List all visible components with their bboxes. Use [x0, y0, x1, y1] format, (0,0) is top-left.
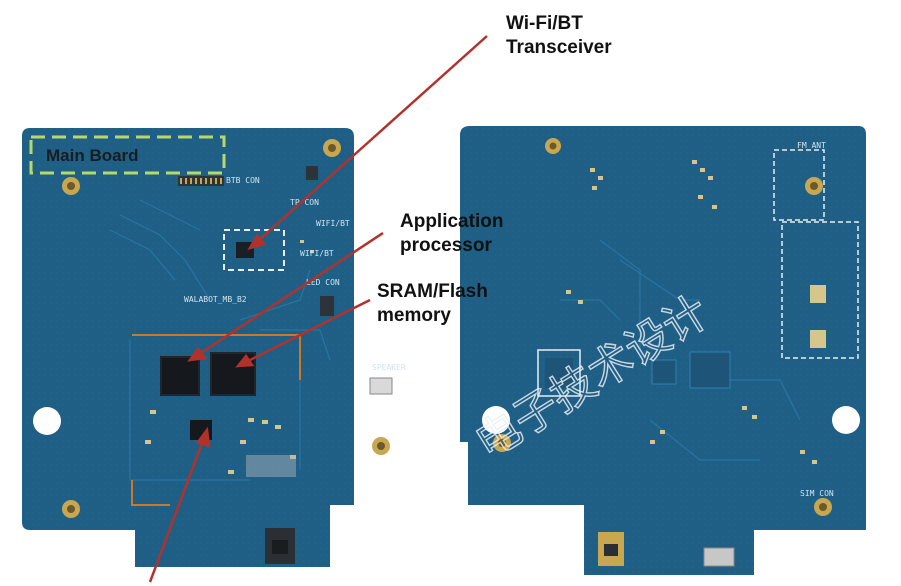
wifi-bt-annotation: Wi-Fi/BT Transceiver — [506, 12, 612, 60]
memory-arrow-head — [235, 353, 255, 368]
wifi-bt-silk-side: WIFI/BT — [300, 249, 334, 258]
sram-flash-annotation-line1: SRAM/Flash — [377, 281, 488, 302]
fm-ant-silk: FM ANT — [797, 141, 826, 150]
memory-arrow-line — [245, 298, 371, 364]
btb-con-silk: BTB CON — [226, 176, 260, 185]
processor-arrow-line — [197, 231, 384, 357]
app-processor-annotation-line1: Application — [400, 211, 504, 232]
main-board: BTB CON TP CON WIFI/BT WIFI/BT LED CON W… — [22, 128, 415, 567]
app-processor-annotation-line2: processor — [400, 235, 492, 256]
pmic-arrow-line — [148, 437, 206, 583]
wifi-arrow-head — [247, 233, 267, 251]
wifi-arrow-line — [257, 35, 488, 242]
pmic-arrow-head — [195, 426, 211, 448]
sram-flash-annotation-line2: memory — [377, 305, 451, 326]
wifi-bt-annotation-line1: Wi-Fi/BT — [506, 13, 583, 34]
sim-con-silk: SIM CON — [800, 489, 834, 498]
processor-arrow-head — [187, 346, 208, 362]
board-name-silk: WALABOT_MB_B2 — [184, 295, 247, 304]
main-board-label: Main Board — [46, 146, 139, 165]
speaker-silk: SPEAKER — [372, 363, 406, 372]
sram-flash-annotation: SRAM/Flash memory — [377, 280, 488, 328]
app-processor-annotation: Application processor — [400, 210, 503, 258]
tp-con-silk: TP CON — [290, 198, 319, 207]
wifi-bt-silk-top: WIFI/BT — [316, 219, 350, 228]
led-con-silk: LED CON — [306, 278, 340, 287]
annotation-arrows — [148, 35, 488, 583]
sub-board: FM ANT SIM CON — [460, 126, 866, 575]
wifi-bt-annotation-line2: Transceiver — [506, 37, 612, 58]
